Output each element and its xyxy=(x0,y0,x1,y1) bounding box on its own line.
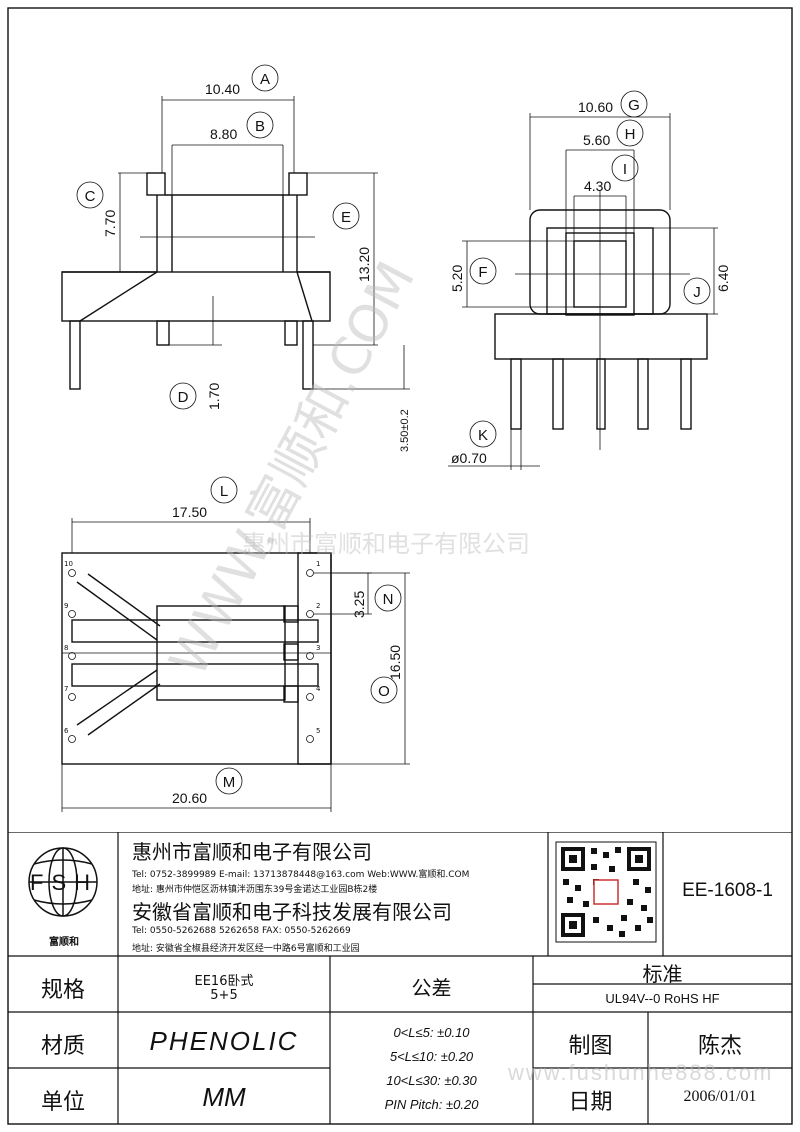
unit-value: MM xyxy=(202,1082,246,1112)
callout-J: J xyxy=(693,284,701,301)
pin-label-4: 4 xyxy=(316,685,321,693)
drawn-by-value: 陈杰 xyxy=(697,1034,742,1059)
pin-label-3: 3 xyxy=(316,644,320,652)
spec-label: 规格 xyxy=(40,978,85,1003)
drawing-border xyxy=(7,7,793,1125)
pin-label-5: 5 xyxy=(316,727,320,735)
front-view: 10.40 8.80 7.70 13.20 1.70 3.50±0.2 xyxy=(61,81,411,452)
callout-N: N xyxy=(383,591,394,608)
callout-H: H xyxy=(625,126,636,143)
title-block-grid xyxy=(8,832,792,1124)
dim-O: 16.50 xyxy=(387,645,403,680)
pin-label-9: 9 xyxy=(64,602,68,610)
callout-A: A xyxy=(260,71,270,88)
tolerance-line-1: 0<L≤5: ±0.10 xyxy=(393,1025,470,1040)
tolerance-line-3: 10<L≤30: ±0.30 xyxy=(386,1073,477,1088)
tolerance-line-4: PIN Pitch: ±0.20 xyxy=(384,1097,479,1112)
dim-K: ø0.70 xyxy=(451,450,487,466)
date-label: 日期 xyxy=(568,1090,613,1115)
dim-B: 8.80 xyxy=(210,126,237,142)
dim-N: 3.25 xyxy=(351,591,367,618)
dim-L: 17.50 xyxy=(172,504,207,520)
callout-K: K xyxy=(478,427,488,444)
company-name-anhui: 安徽省富顺和电子科技发展有限公司 xyxy=(132,900,452,924)
callout-labels: A B C D E F G H I J K L M N O xyxy=(76,64,711,795)
date-value: 2006/01/01 xyxy=(683,1088,757,1105)
pin-label-1: 1 xyxy=(316,560,320,568)
logo-letters: FSH xyxy=(30,870,98,895)
part-number: EE-1608-1 xyxy=(682,880,773,901)
watermark-company: 惠州市富顺和电子有限公司 xyxy=(242,530,530,558)
callout-F: F xyxy=(478,264,487,281)
pin-label-8: 8 xyxy=(64,644,68,652)
callout-D: D xyxy=(178,389,189,406)
standard-label: 标准 xyxy=(642,962,683,986)
dim-C: 7.70 xyxy=(102,210,118,237)
callout-B: B xyxy=(255,118,265,135)
logo-name: 富顺和 xyxy=(49,937,79,948)
fsh-globe-icon xyxy=(28,847,98,917)
dim-A: 10.40 xyxy=(205,81,240,97)
callout-C: C xyxy=(85,188,96,205)
qr-code-icon xyxy=(555,841,657,943)
dim-M: 20.60 xyxy=(172,790,207,806)
pin-label-7: 7 xyxy=(64,685,68,693)
title-block: FSH 富顺和 惠州市富顺和电子有限公司 Tel: 0752-3899989 E… xyxy=(8,832,792,1124)
dim-J: 6.40 xyxy=(715,265,731,292)
address-line-huizhou: 地址: 惠州市仲恺区沥林镇泮沥围东39号金诺达工业园B栋2楼 xyxy=(132,885,378,895)
dim-E: 13.20 xyxy=(356,247,372,282)
dim-I: 4.30 xyxy=(584,178,611,194)
contact-line-huizhou: Tel: 0752-3899989 E-mail: 13713878448@16… xyxy=(132,870,470,880)
unit-label: 单位 xyxy=(40,1090,85,1115)
dim-H: 5.60 xyxy=(583,132,610,148)
company-name-huizhou: 惠州市富顺和电子有限公司 xyxy=(132,840,372,864)
spec-value-line1: EE16卧式 xyxy=(194,974,254,989)
callout-M: M xyxy=(223,774,236,791)
watermark-diagonal: WWW.富顺和.COM xyxy=(159,252,428,686)
drawn-by-label: 制图 xyxy=(568,1034,613,1059)
spec-value-line2: 5+5 xyxy=(210,988,238,1003)
callout-I: I xyxy=(623,161,627,178)
material-value: PHENOLIC xyxy=(149,1026,299,1056)
material-label: 材质 xyxy=(40,1034,85,1059)
side-view: 10.60 5.60 4.30 5.20 6.40 ø0.70 xyxy=(448,99,731,470)
pin-label-2: 2 xyxy=(316,602,320,610)
tolerance-label: 公差 xyxy=(411,976,452,1000)
callout-E: E xyxy=(341,209,351,226)
pin-label-6: 6 xyxy=(64,727,69,735)
dim-D: 1.70 xyxy=(206,383,222,410)
standard-value: UL94V--0 RoHS HF xyxy=(605,991,720,1006)
dim-F: 5.20 xyxy=(449,265,465,292)
contact-line-anhui: Tel: 0550-5262688 5262658 FAX: 0550-5262… xyxy=(132,926,351,936)
callout-L: L xyxy=(220,483,228,500)
dim-pin-length: 3.50±0.2 xyxy=(399,409,411,452)
address-line-anhui: 地址: 安徽省全椒县经济开发区经一中路6号富顺和工业园 xyxy=(132,944,360,954)
pin-label-10: 10 xyxy=(64,560,73,568)
callout-O: O xyxy=(378,683,390,700)
callout-G: G xyxy=(628,97,640,114)
website-watermark: www.fushunhe888.com xyxy=(508,1060,774,1085)
dim-G: 10.60 xyxy=(578,99,613,115)
bottom-view: 1 2 3 4 5 10 9 8 7 6 17.50 3.25 16.50 20… xyxy=(61,504,410,812)
tolerance-line-2: 5<L≤10: ±0.20 xyxy=(389,1049,474,1064)
